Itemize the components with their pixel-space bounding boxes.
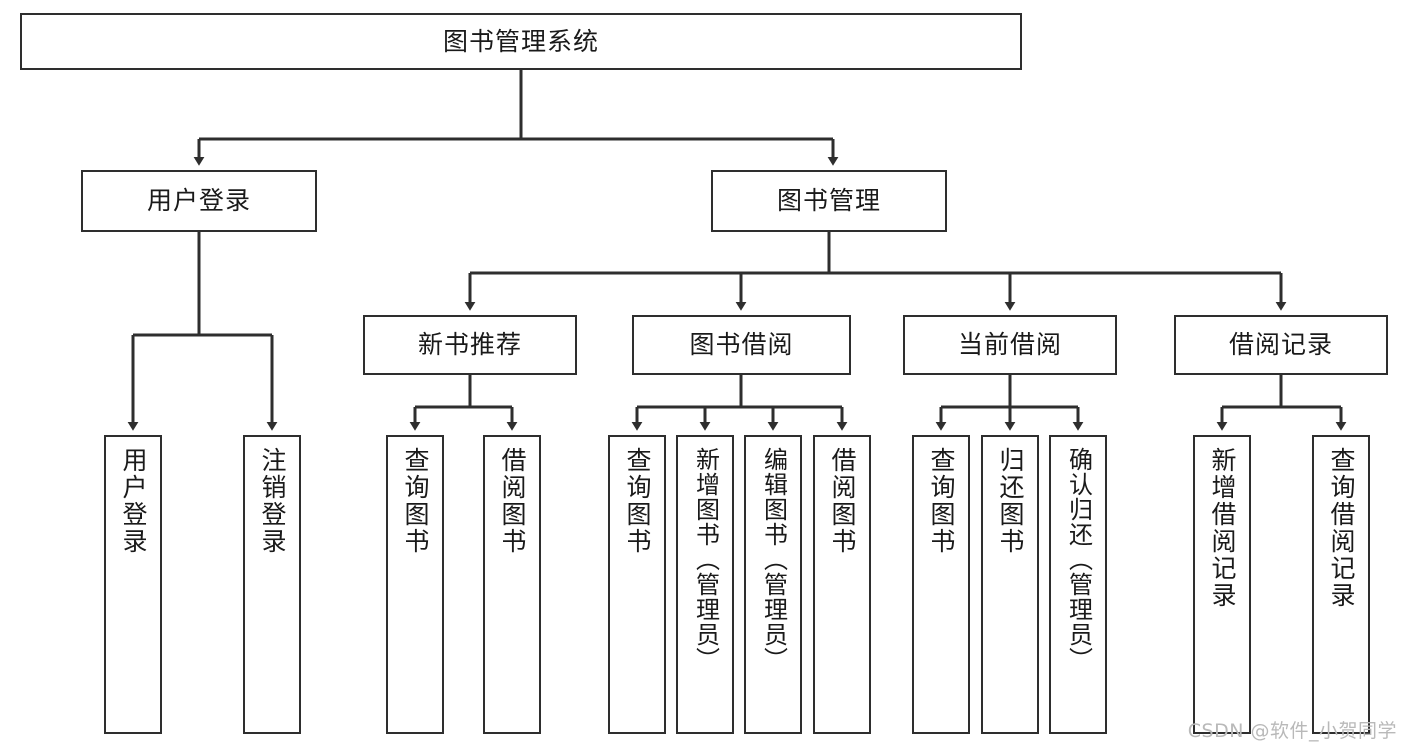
leaf-add-record-label: 新增借阅记录	[1208, 447, 1237, 609]
leaf-query-book-2: 查询图书	[608, 435, 666, 734]
node-new-book-recommend-label: 新书推荐	[417, 330, 522, 360]
leaf-edit-book: 编辑图书（管理员）	[744, 435, 802, 734]
leaf-confirm-return-label: 确认归还（管理员）	[1064, 447, 1093, 672]
leaf-logout-login-label: 注销登录	[258, 447, 287, 555]
node-book-management: 图书管理	[711, 170, 947, 232]
leaf-confirm-return: 确认归还（管理员）	[1049, 435, 1107, 734]
leaf-user-login: 用户登录	[104, 435, 162, 734]
leaf-return-book: 归还图书	[981, 435, 1039, 734]
node-user-login: 用户登录	[81, 170, 317, 232]
leaf-query-record-label: 查询借阅记录	[1327, 447, 1356, 609]
node-borrow-record-label: 借阅记录	[1228, 330, 1333, 360]
leaf-add-book: 新增图书（管理员）	[676, 435, 734, 734]
node-current-borrow-label: 当前借阅	[957, 330, 1062, 360]
leaf-borrow-book-2-label: 借阅图书	[828, 447, 857, 555]
leaf-query-book-2-label: 查询图书	[623, 447, 652, 555]
leaf-add-book-label: 新增图书（管理员）	[691, 447, 720, 672]
leaf-query-book-1-label: 查询图书	[401, 447, 430, 555]
node-root: 图书管理系统	[20, 13, 1022, 70]
leaf-add-record: 新增借阅记录	[1193, 435, 1251, 734]
node-book-management-label: 图书管理	[776, 186, 881, 216]
node-user-login-label: 用户登录	[146, 186, 251, 216]
leaf-return-book-label: 归还图书	[996, 447, 1025, 555]
node-book-borrow: 图书借阅	[632, 315, 851, 375]
watermark-text: CSDN @软件_小贺同学	[1187, 720, 1397, 742]
node-borrow-record: 借阅记录	[1174, 315, 1388, 375]
leaf-query-book-1: 查询图书	[386, 435, 444, 734]
leaf-query-book-3-label: 查询图书	[927, 447, 956, 555]
node-root-label: 图书管理系统	[442, 26, 599, 56]
leaf-user-login-label: 用户登录	[119, 447, 148, 555]
node-new-book-recommend: 新书推荐	[363, 315, 577, 375]
node-book-borrow-label: 图书借阅	[689, 330, 794, 360]
leaf-query-record: 查询借阅记录	[1312, 435, 1370, 734]
leaf-borrow-book-2: 借阅图书	[813, 435, 871, 734]
leaf-borrow-book-1: 借阅图书	[483, 435, 541, 734]
node-current-borrow: 当前借阅	[903, 315, 1117, 375]
leaf-query-book-3: 查询图书	[912, 435, 970, 734]
leaf-logout-login: 注销登录	[243, 435, 301, 734]
leaf-borrow-book-1-label: 借阅图书	[498, 447, 527, 555]
leaf-edit-book-label: 编辑图书（管理员）	[759, 447, 788, 672]
